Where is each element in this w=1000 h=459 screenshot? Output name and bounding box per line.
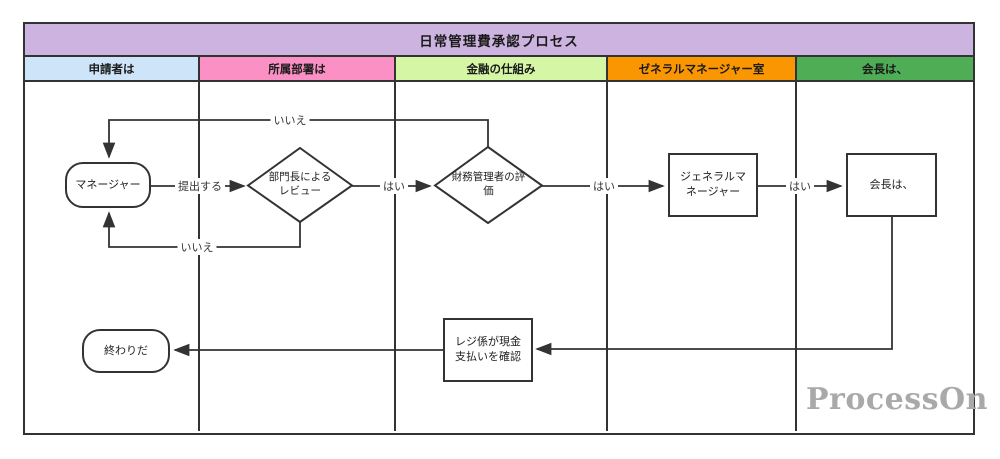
lane-header-label: 申請者は (88, 63, 135, 76)
decision-finance-eval-diamond[interactable] (433, 145, 544, 225)
edge-label-no-top: いいえ (270, 112, 310, 128)
lane-chairman (797, 82, 973, 431)
lane-header-applicant[interactable]: 申請者は (25, 57, 200, 82)
lane-header-gm-office[interactable]: ゼネラルマネージャー室 (608, 57, 797, 82)
node-dept-review-label: 部門長によるレビュー (268, 171, 332, 197)
edge-label-yes-1: はい (380, 178, 408, 194)
node-manager-label: マネージャー (75, 178, 141, 191)
edge-label-submit: 提出する (175, 178, 225, 194)
lane-header-department[interactable]: 所属部署は (200, 57, 396, 82)
decision-dept-review-diamond[interactable] (246, 146, 354, 224)
lane-applicant (25, 82, 200, 431)
node-chairman[interactable]: 会長は、 (846, 153, 937, 217)
lane-header-chairman[interactable]: 会長は、 (797, 57, 973, 82)
node-end-label: 終わりだ (104, 344, 148, 357)
edge-label-yes-3: はい (786, 178, 814, 194)
processon-watermark: ProcessOn (806, 382, 988, 417)
lane-header-row: 申請者は 所属部署は 金融の仕組み ゼネラルマネージャー室 会長は、 (25, 57, 973, 82)
lane-gm-office (608, 82, 797, 431)
lane-header-label: 金融の仕組み (466, 63, 536, 76)
lane-header-label: 会長は、 (862, 63, 908, 76)
edge-label-yes-2: はい (590, 178, 618, 194)
node-cashier-label: レジ係が現金支払いを確認 (455, 336, 521, 363)
diagram-title: 日常管理費承認プロセス (419, 33, 579, 49)
node-cashier[interactable]: レジ係が現金支払いを確認 (443, 318, 533, 382)
node-general-manager[interactable]: ジェネラルマネージャー (668, 153, 758, 217)
node-manager[interactable]: マネージャー (65, 162, 151, 208)
edge-label-no-bottom: いいえ (177, 239, 217, 255)
lane-header-label: 所属部署は (268, 63, 326, 76)
node-chairman-label: 会長は、 (869, 178, 914, 191)
lane-department (200, 82, 396, 431)
diagram-title-bar[interactable]: 日常管理費承認プロセス (25, 24, 973, 57)
lane-header-label: ゼネラルマネージャー室 (638, 63, 765, 76)
node-finance-eval-label: 財務管理者の評価 (451, 171, 526, 197)
node-general-manager-label: ジェネラルマネージャー (680, 171, 746, 198)
node-end[interactable]: 終わりだ (82, 329, 170, 373)
lane-header-finance[interactable]: 金融の仕組み (396, 57, 608, 82)
